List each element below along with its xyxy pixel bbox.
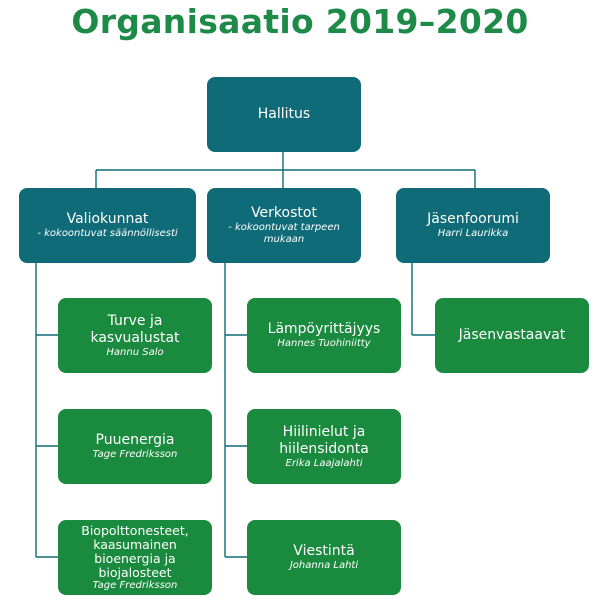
branch-note: - kokoontuvat tarpeen mukaan — [228, 222, 340, 245]
root-label: Hallitus — [257, 106, 311, 122]
branch-box-valiokunnat: Valiokunnat - kokoontuvat säännöllisesti — [19, 188, 196, 263]
branch-box-verkostot: Verkostot - kokoontuvat tarpeen mukaan — [207, 188, 361, 263]
node-label: Biopolttonesteet, kaasumainen bioenergia… — [81, 522, 189, 580]
node-label: Lämpöyrittäjyys — [267, 321, 381, 337]
branch-label: Verkostot — [251, 205, 317, 221]
page-title: Organisaatio 2019–2020 — [71, 2, 529, 41]
node-label: Hiilinielut ja hiilensidonta — [279, 423, 369, 457]
node-lampoyrittajyys: Lämpöyrittäjyys Hannes Tuohiniitty — [247, 298, 401, 373]
branch-note: Harri Laurikka — [437, 228, 509, 239]
node-label: Viestintä — [293, 543, 355, 559]
node-person: Erika Laajalahti — [285, 457, 363, 469]
branch-label: Jäsenfoorumi — [427, 211, 519, 227]
node-person: Hannes Tuohiniitty — [277, 338, 371, 349]
node-puuenergia: Puuenergia Tage Fredriksson — [58, 409, 212, 484]
root-box-hallitus: Hallitus — [207, 77, 361, 152]
node-turve-ja-kasvualustat: Turve ja kasvualustat Hannu Salo — [58, 298, 212, 373]
node-hiilinielut: Hiilinielut ja hiilensidonta Erika Laaja… — [247, 409, 401, 484]
branch-note: - kokoontuvat säännöllisesti — [37, 228, 178, 239]
branch-box-jasenfoorumi: Jäsenfoorumi Harri Laurikka — [396, 188, 550, 263]
node-label: Puuenergia — [95, 432, 175, 448]
node-person: Tage Fredriksson — [92, 579, 178, 591]
node-biopolttonesteet: Biopolttonesteet, kaasumainen bioenergia… — [58, 520, 212, 595]
node-viestinta: Viestintä Johanna Lahti — [247, 520, 401, 595]
node-person: Hannu Salo — [106, 346, 164, 358]
node-jasenvastaavat: Jäsenvastaavat — [435, 298, 589, 373]
branch-label: Valiokunnat — [66, 211, 149, 227]
node-label: Jäsenvastaavat — [458, 327, 566, 343]
node-person: Tage Fredriksson — [92, 449, 178, 460]
node-label: Turve ja kasvualustat — [90, 312, 180, 346]
node-person: Johanna Lahti — [289, 560, 359, 571]
